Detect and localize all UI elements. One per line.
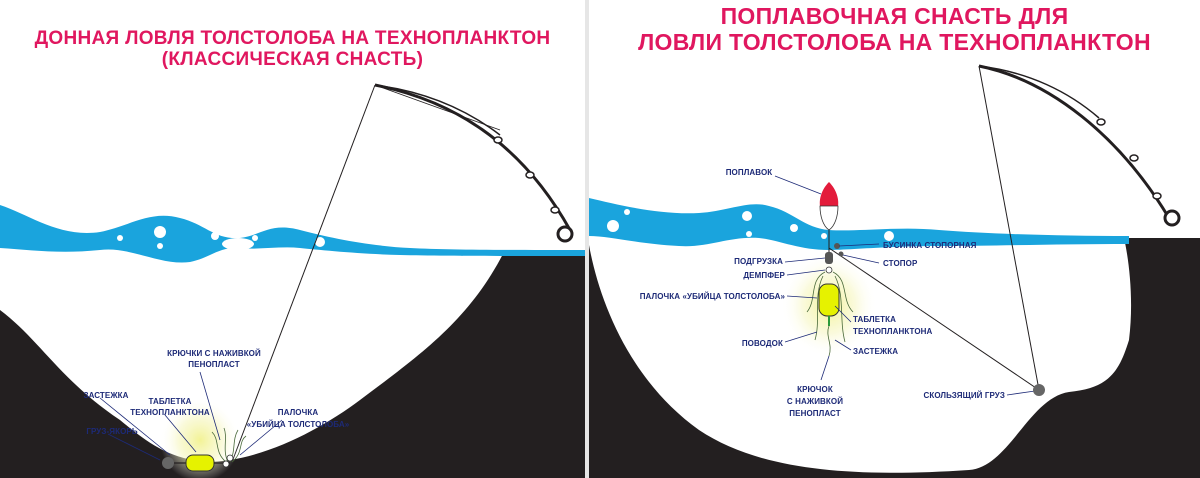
pellet-icon [818, 283, 840, 317]
right-title-line1: ПОПЛАВОЧНАЯ СНАСТЬ ДЛЯ [720, 3, 1069, 29]
water-bubbles [607, 209, 894, 241]
label-stick: ПАЛОЧКА «УБИЙЦА ТОЛСТОЛОБА» [640, 292, 786, 301]
water-surface [0, 205, 585, 263]
label-sinker: ПОДГРУЗКА [734, 257, 783, 266]
label-pellet: ТАБЛЕТКА [853, 315, 896, 324]
anchor-weight-icon [162, 457, 174, 469]
pellet-icon [185, 454, 215, 472]
label-pellet: ТАБЛЕТКА [148, 397, 191, 406]
ground [589, 238, 1200, 478]
right-title: ПОПЛАВОЧНАЯ СНАСТЬ ДЛЯ ЛОВЛИ ТОЛСТОЛОБА … [589, 3, 1200, 56]
feed-glow [160, 398, 240, 478]
left-title-line2: (КЛАССИЧЕСКАЯ СНАСТЬ) [161, 49, 424, 71]
rod-line [374, 84, 501, 131]
label-anchor-weight: ГРУЗ-ЯКОРЬ [86, 427, 138, 436]
damper-icon [825, 266, 833, 274]
label-pellet-2: ТЕХНОПЛАНКТОНА [130, 408, 210, 417]
float-rig-scene: ПОПЛАВОК БУСИНКА СТОПОРНАЯ СТОПОР ПОДГРУ… [589, 64, 1200, 478]
rod-rings [493, 136, 560, 214]
hooks-icon [806, 271, 854, 357]
right-panel: ПОПЛАВОК БУСИНКА СТОПОРНАЯ СТОПОР ПОДГРУ… [589, 0, 1200, 478]
label-hook-3: ПЕНОПЛАСТ [789, 409, 840, 418]
water-bubbles [117, 226, 325, 250]
label-damper: ДЕМПФЕР [743, 271, 785, 280]
left-title: ДОННАЯ ЛОВЛЯ ТОЛСТОЛОБА НА ТЕХНОПЛАНКТОН… [0, 28, 585, 71]
right-title-line2: ЛОВЛИ ТОЛСТОЛОБА НА ТЕХНОПЛАНКТОН [638, 28, 1151, 55]
label-bead: БУСИНКА СТОПОРНАЯ [883, 241, 977, 250]
fishing-rod [978, 64, 1171, 219]
leader-lines [774, 175, 1036, 396]
label-stick-2: «УБИЙЦА ТОЛСТОЛОБА» [247, 420, 350, 429]
label-leader: ПОВОДОК [742, 339, 783, 348]
label-clasp: ЗАСТЕЖКА [853, 347, 898, 356]
label-hooks: КРЮЧКИ С НАЖИВКОЙ [167, 349, 261, 358]
label-clasp: ЗАСТЕЖКА [83, 391, 128, 400]
reel-icon [556, 225, 574, 243]
left-panel: КРЮЧКИ С НАЖИВКОЙ ПЕНОПЛАСТ ЗАСТЕЖКА ТАБ… [0, 0, 585, 478]
label-foam: ПЕНОПЛАСТ [188, 360, 239, 369]
fishing-line [231, 84, 376, 463]
label-stopper: СТОПОР [883, 259, 918, 268]
fishing-rod [374, 83, 572, 231]
leader-lines [99, 371, 283, 461]
label-sliding-weight: СКОЛЬЗЯЩИЙ ГРУЗ [923, 391, 1005, 400]
label-hook-2: С НАЖИВКОЙ [787, 397, 843, 406]
left-title-line1: ДОННАЯ ЛОВЛЯ ТОЛСТОЛОБА НА ТЕХНОПЛАНКТОН [34, 28, 551, 49]
label-pellet-2: ТЕХНОПЛАНКТОНА [853, 327, 933, 336]
rod-rings [1096, 118, 1162, 200]
float-icon [819, 182, 839, 206]
fishing-rod-tip [374, 84, 501, 136]
reel-icon [1163, 209, 1181, 227]
sinker-icon [825, 252, 833, 264]
label-stick: ПАЛОЧКА [278, 408, 319, 417]
label-float: ПОПЛАВОК [726, 168, 773, 177]
fishing-rod-tip [978, 65, 1100, 119]
panel-divider [585, 0, 589, 478]
sliding-weight-icon [1033, 384, 1045, 396]
ground [0, 250, 585, 478]
water-surface [589, 198, 1129, 250]
rod-to-weight-line [978, 65, 1040, 391]
bottom-rig-scene: КРЮЧКИ С НАЖИВКОЙ ПЕНОПЛАСТ ЗАСТЕЖКА ТАБ… [0, 83, 585, 478]
stopper-bead-icon [834, 243, 840, 249]
label-hook: КРЮЧОК [797, 385, 833, 394]
